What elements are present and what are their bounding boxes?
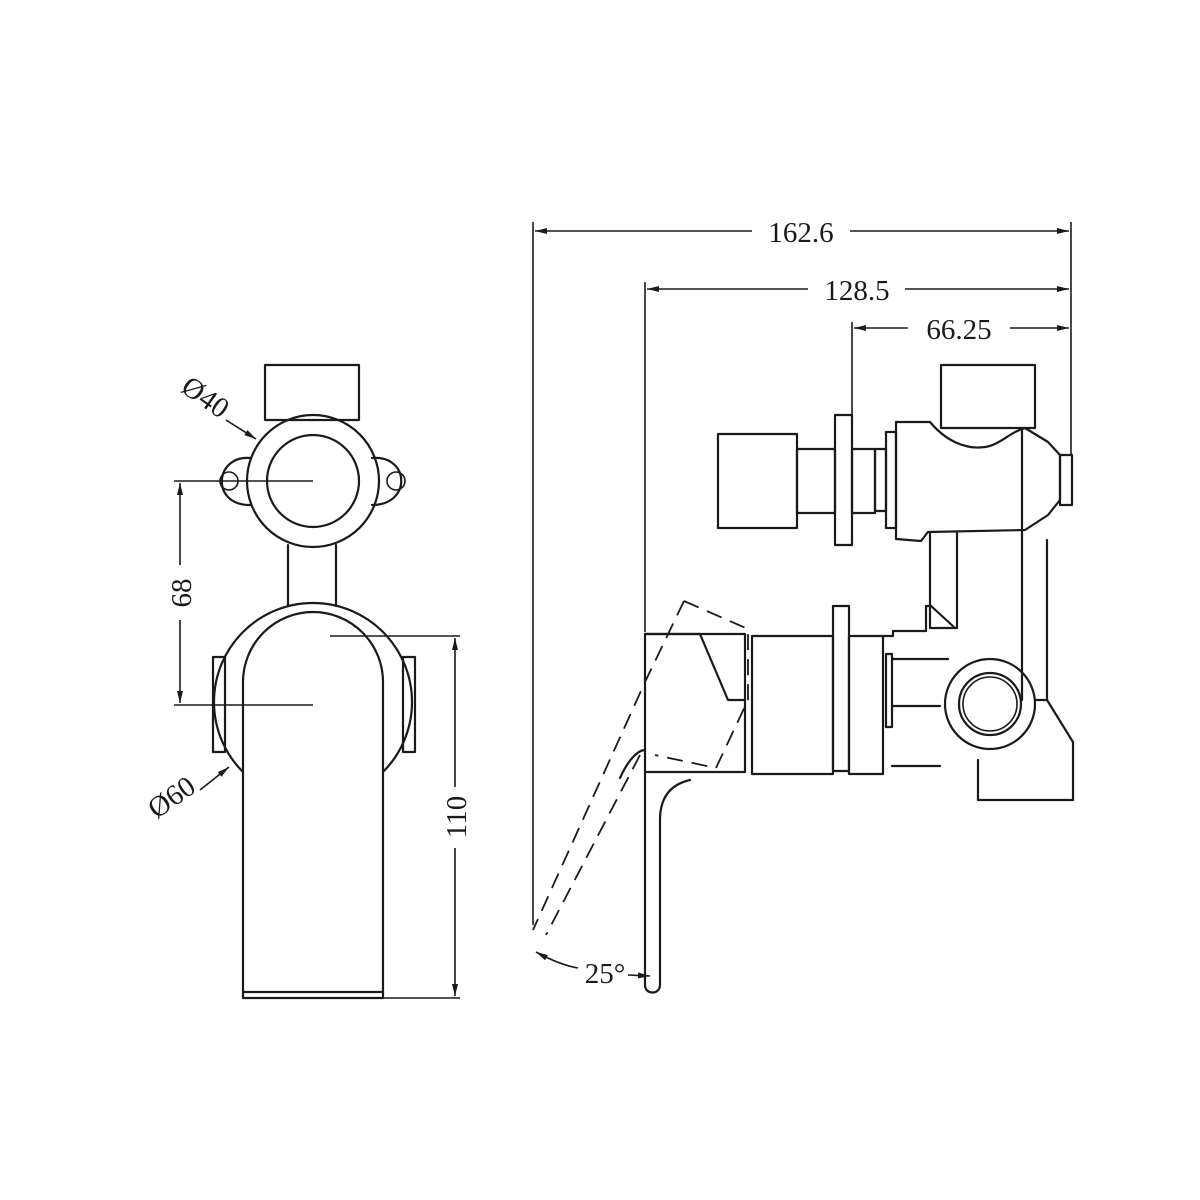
- diverter-body: [716, 363, 1074, 702]
- mixer-body: [643, 604, 1075, 802]
- lever-handle: [618, 632, 747, 994]
- dimension-dia60: Ø60: [142, 766, 230, 825]
- dim-label-68: 68: [166, 579, 198, 608]
- dimension-66-25: 66.25: [854, 314, 1069, 346]
- dimension-110: 110: [330, 635, 473, 999]
- dim-label-dia40: Ø40: [176, 370, 235, 425]
- diverter-housing: [219, 363, 406, 608]
- lever-rotated-position: [532, 600, 749, 936]
- side-view: 162.6 128.5 66.25: [532, 217, 1075, 994]
- dim-label-25deg: 25°: [585, 958, 626, 990]
- dimension-68: 68: [166, 483, 198, 703]
- dimension-162-6: 162.6: [535, 217, 1069, 249]
- dim-label-162-6: 162.6: [768, 217, 833, 249]
- dim-label-dia60: Ø60: [142, 770, 201, 825]
- dim-label-66-25: 66.25: [926, 314, 991, 346]
- front-view: 68 110 Ø40 Ø60: [142, 363, 473, 1000]
- dim-label-110: 110: [441, 796, 473, 838]
- dimension-25deg: 25°: [535, 951, 651, 990]
- lever-plate: [211, 601, 417, 1000]
- dimension-dia40: Ø40: [176, 370, 257, 440]
- dimension-128-5: 128.5: [647, 275, 1069, 307]
- dim-label-128-5: 128.5: [824, 275, 889, 307]
